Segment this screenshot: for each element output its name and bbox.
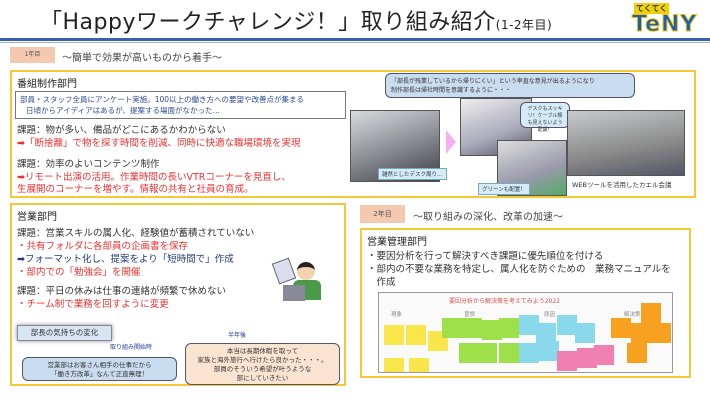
year2-subtitle: ～取り組みの深化、改革の加速～ <box>413 212 563 223</box>
arrow-right-icon <box>446 130 456 154</box>
year1-badge: 1年目 <box>10 47 55 63</box>
photo-caption-bubble: デスクもスッキリ！ケーブル類も見えないよう配慮！ <box>520 102 570 133</box>
speech-bubble-later: 本当は長期休暇を取って家族と海外旅行へ行けたら良かった・・・。部員のそういう希望… <box>185 343 340 385</box>
board-column-label: 解決策 <box>624 312 641 318</box>
speech-bubble-staff: 「部長が残業しているから帰りにくい」という率直な意見が出るようになり制作部長は帰… <box>385 73 635 98</box>
sticky-note <box>499 318 519 338</box>
survey-line: 日頃からアイディアはあるが、提案する場面がなかった… <box>26 106 220 115</box>
sales-heading: 営業部門 <box>17 212 57 223</box>
production-issue-2: 課題：効率のよいコンテンツ制作 <box>17 159 160 170</box>
sticky-note <box>384 358 404 372</box>
sticky-note <box>536 323 556 343</box>
y2-bullet: 作成 <box>367 277 396 288</box>
sticky-note <box>477 343 497 363</box>
factor-analysis-board: 要因分析から解決策を考えてみよう2022 現象 習慣 原因 解決策 <box>378 292 673 373</box>
sales-management-heading: 営業管理部門 <box>367 237 427 248</box>
sales-issue-1: 課題：営業スキルの属人化、経験値が蓄積されていない <box>17 228 255 239</box>
sticky-note <box>519 315 539 335</box>
production-heading: 番組制作部門 <box>17 79 77 90</box>
sales-item: ・チーム制で業務を回すように変更 <box>17 299 169 310</box>
board-title: 要因分析から解決策を考えてみよう2022 <box>449 298 560 305</box>
year1-subtitle: ～簡単で効果が高いものから着手～ <box>62 53 222 64</box>
sticky-note <box>611 318 631 338</box>
sales-item: ・共有フォルダに各部員の企画書を保存 <box>17 241 189 252</box>
sticky-note <box>539 341 559 361</box>
photo-caption: 雑然としたデスク周り… <box>378 168 447 180</box>
sticky-note <box>462 318 482 338</box>
sales-item: ➡フォーマット化し、提案をより「短時間で」作成 <box>17 254 234 265</box>
start-label: 取り組み開始時 <box>110 344 153 351</box>
photo-caption: WEBツールを活用したカエル会議 <box>572 181 672 189</box>
year2-badge: 2年目 <box>360 205 405 223</box>
sticky-note <box>409 358 429 372</box>
production-solution-2: ➡リモート出演の活用。作業時間の長いVTRコーナーを見直し、 <box>17 172 291 183</box>
speech-bubble-start: 営業部はお客さん相手の仕事だから「働き方改革」なんて正直無理！ <box>22 357 177 381</box>
sticky-note <box>499 343 519 363</box>
person-laptop-illustration <box>271 257 325 305</box>
sticky-note <box>482 320 502 340</box>
photo-caption: グリーンも配置！ <box>478 183 530 195</box>
sticky-note <box>557 315 577 335</box>
photo-green <box>497 140 567 196</box>
board-column-label: 現象 <box>391 312 403 318</box>
sticky-note <box>575 323 595 343</box>
sticky-note <box>631 323 651 343</box>
production-solution-1: ➡「断捨離」で物を探す時間を削減、同時に快適な職場環境を実現 <box>17 138 301 149</box>
sticky-note <box>651 323 671 343</box>
sticky-note <box>519 343 539 363</box>
sales-issue-2: 課題：平日の休みは仕事の連絡が頻繁で休めない <box>17 286 227 297</box>
sticky-note <box>557 351 577 371</box>
sticky-note <box>627 343 647 363</box>
sticky-note <box>594 345 614 365</box>
sticky-note <box>577 348 597 368</box>
sticky-note <box>384 325 404 345</box>
board-column-label: 原因 <box>544 312 556 318</box>
y2-bullet: ・部内の不要な業務を特定し、属人化を防ぐための 業務マニュアルを <box>367 264 671 275</box>
survey-line: 部員・スタッフ全員にアンケート実施。100以上の働き方への要望や改善点が集まる <box>20 95 305 104</box>
y2-bullet: ・要因分析を行って解決すべき課題に優先順位を付ける <box>367 251 604 262</box>
manager-change-label: 部長の気持ちの変化 <box>17 325 112 341</box>
sticky-note <box>641 303 661 323</box>
sticky-note <box>406 325 426 345</box>
sales-item: ・部内での「勉強会」を開催 <box>17 267 141 278</box>
sticky-note <box>442 318 462 338</box>
sticky-note <box>459 343 479 363</box>
board-column-label: 習慣 <box>464 312 476 318</box>
production-issue-1: 課題：物が多い、備品がどこにあるかわからない <box>17 125 226 136</box>
header-rule-thin <box>0 42 710 43</box>
page-title: 「Happyワークチャレンジ！」取り組み紹介(1-2年目) <box>40 10 553 35</box>
survey-note: 部員・スタッフ全員にアンケート実施。100以上の働き方への要望や改善点が集まる … <box>15 91 346 119</box>
header-rule <box>0 38 710 41</box>
photo-web-meeting <box>567 110 685 176</box>
production-solution-2b: 生展開のコーナーを増やす。情報の共有と社員の育成。 <box>17 184 254 195</box>
later-label: 半年後 <box>228 332 247 339</box>
